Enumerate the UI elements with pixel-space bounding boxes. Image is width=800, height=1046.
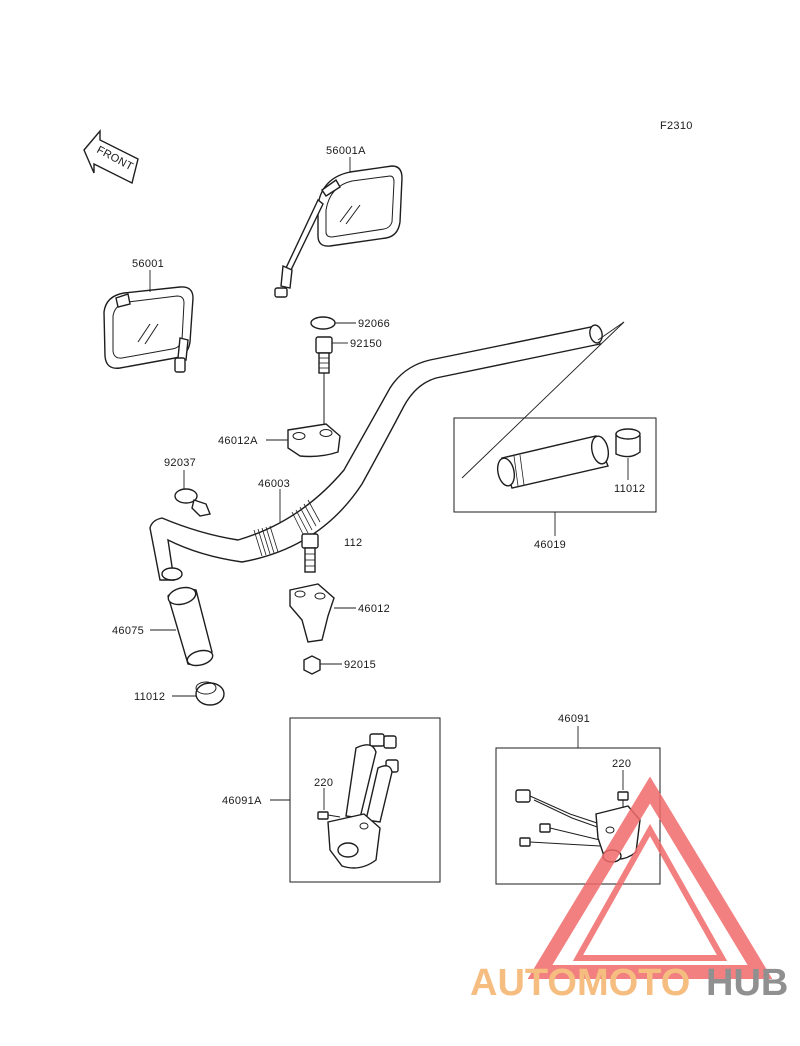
end-cap-left-part	[195, 681, 225, 706]
callout-11012-left: 11012	[134, 691, 165, 703]
handlebar-part	[149, 324, 603, 581]
screw-left-part	[317, 811, 341, 820]
callout-220-right: 220	[612, 758, 631, 770]
bolt-112-part	[301, 533, 319, 573]
callout-46091: 46091	[558, 713, 590, 725]
callout-46012: 46012	[358, 603, 390, 615]
callout-220-left: 220	[314, 777, 333, 789]
watermark-text-2: HUB	[706, 962, 788, 1004]
callout-46019: 46019	[534, 539, 566, 551]
nut-part	[303, 655, 321, 675]
holder-upper-part	[287, 423, 341, 458]
watermark-logo: AUTOMOTO HUB	[470, 776, 788, 1004]
bolt-top-part	[315, 336, 333, 374]
grip-left-part	[167, 586, 214, 667]
screw-right-part	[617, 791, 629, 808]
figure-code: F2310	[660, 120, 693, 132]
callout-11012-right: 11012	[614, 483, 645, 495]
mirror-left	[103, 286, 194, 373]
callout-112: 112	[344, 537, 362, 549]
callout-46075: 46075	[112, 625, 144, 637]
callout-92037: 92037	[164, 457, 196, 469]
clamp-band-part	[174, 488, 211, 517]
callout-92015: 92015	[344, 659, 376, 671]
callout-92066: 92066	[358, 318, 390, 330]
cap-part	[310, 316, 336, 330]
throttle-grip-part	[496, 435, 610, 489]
callout-46012A: 46012A	[218, 435, 258, 447]
callout-46003: 46003	[258, 478, 290, 490]
holder-lower-part	[289, 583, 335, 643]
watermark-text-1: AUTOMOTO	[470, 962, 690, 1004]
switch-left-part	[327, 733, 399, 869]
mirror-right	[274, 165, 403, 298]
callout-56001A: 56001A	[326, 145, 366, 157]
callout-92150: 92150	[350, 338, 382, 350]
end-cap-right-part	[615, 428, 641, 458]
callout-46091A: 46091A	[222, 795, 262, 807]
callout-56001: 56001	[132, 258, 164, 270]
front-arrow-icon: FRONT	[83, 129, 139, 185]
